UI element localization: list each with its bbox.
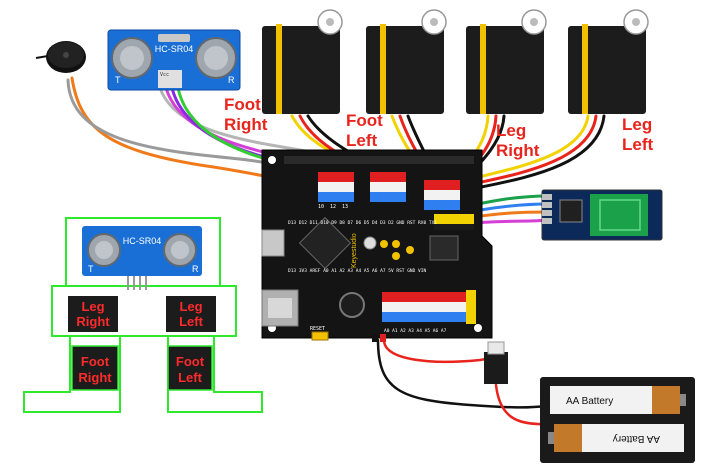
battery-wire-black <box>376 338 547 409</box>
servo-foot-right <box>262 9 343 114</box>
robot-leg-right-1: Leg <box>81 299 104 314</box>
robot-leg-right-servo: Leg Right <box>68 296 118 332</box>
robot-leg-left-servo: Leg Left <box>166 296 216 332</box>
robot-foot-right-2: Right <box>78 370 112 385</box>
servo-leg-right <box>466 9 547 114</box>
sensor-model: HC-SR04 <box>155 44 194 54</box>
robot-foot-right-servo: Foot Right <box>71 345 119 391</box>
robot-leg-left-1: Leg <box>179 299 202 314</box>
label-leg-right-2: Right <box>496 141 540 160</box>
robot-sensor-model: HC-SR04 <box>123 236 162 246</box>
robot-foot-left-2: Left <box>178 370 203 385</box>
bottom-pin-row: D13 3V3 AREF A0 A1 A2 A3 A4 A5 A6 A7 5V … <box>288 268 426 274</box>
robot-foot-right-outline <box>23 336 121 413</box>
battery-bottom-label: AA Battery <box>613 433 660 444</box>
label-foot-right-2: Right <box>224 115 268 134</box>
servo-leg-left <box>568 9 649 114</box>
label-foot-right-1: Foot <box>224 95 261 114</box>
ultrasonic-sensor: HC-SR04 T R Vcc <box>107 29 241 91</box>
robot-foot-right-1: Foot <box>81 354 110 369</box>
sensor-right-mark: R <box>228 75 235 85</box>
top-pin-row: D13 D12 D11 D10 D9 D8 D7 D6 D5 D4 D3 D2 … <box>288 220 437 226</box>
sensor-left-mark: T <box>115 75 121 85</box>
label-leg-left-2: Left <box>622 135 654 154</box>
servo-foot-left <box>366 9 447 114</box>
switch-wire-red <box>494 383 550 426</box>
robot-leg-left-2: Left <box>179 314 204 329</box>
robot-leg-right-2: Right <box>76 314 110 329</box>
robot-sensor-left-mark: T <box>88 264 94 274</box>
label-leg-left-1: Leg <box>622 115 652 134</box>
battery-pack: AA Battery AA Battery <box>540 377 695 463</box>
header-label-2: 12 <box>330 204 336 210</box>
controller-board: 10 12 13 D13 D12 D11 D10 D9 D8 D7 D6 D5 … <box>261 149 493 342</box>
robot-body-outline <box>51 285 237 337</box>
sensor-pin-vcc: Vcc <box>160 72 169 78</box>
board-brand: Keyestudio <box>351 233 358 268</box>
analog-labels: A0 A1 A2 A3 A4 A5 A6 A7 <box>384 328 447 334</box>
power-switch <box>484 341 508 384</box>
label-foot-left-2: Left <box>346 131 378 150</box>
header-label-3: 13 <box>342 204 348 210</box>
robot-sensor: HC-SR04 T R <box>82 226 202 290</box>
servo4-wire-black <box>466 114 606 192</box>
label-foot-left-1: Foot <box>346 111 383 130</box>
robot-foot-left-1: Foot <box>176 354 205 369</box>
robot-foot-left-outline <box>167 336 263 413</box>
robot-diagram <box>23 217 263 413</box>
header-label-1: 10 <box>318 204 324 210</box>
battery-wire-red <box>382 338 494 364</box>
robot-foot-left-servo: Foot Left <box>167 345 213 391</box>
battery-top-label: AA Battery <box>566 396 613 407</box>
reset-label: RESET <box>310 326 325 332</box>
label-leg-right-1: Leg <box>496 121 526 140</box>
buzzer <box>35 41 86 73</box>
bluetooth-module <box>541 189 663 241</box>
robot-sensor-right-mark: R <box>192 264 199 274</box>
